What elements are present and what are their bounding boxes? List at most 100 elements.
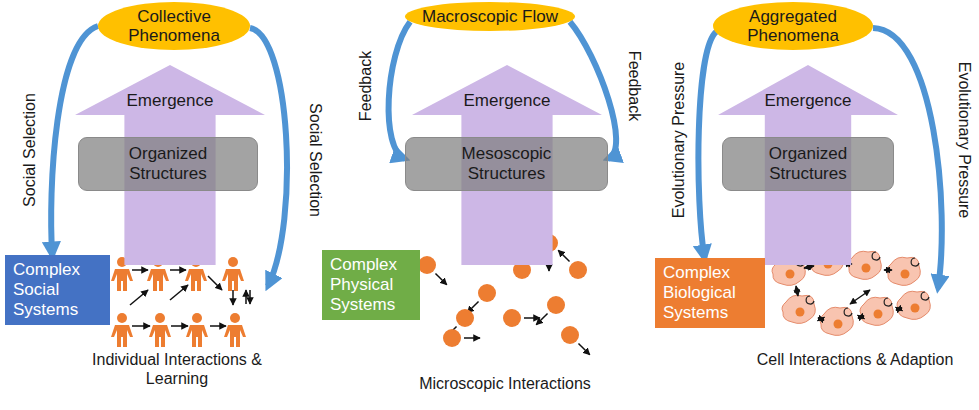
cell-receptor	[872, 252, 880, 260]
structure-box: Mesoscopic Structures	[405, 137, 608, 191]
cell-receptor	[806, 296, 814, 304]
cell-interaction	[858, 316, 864, 318]
edge-label: Evolutionary Pressure	[955, 60, 973, 221]
edge-label: Feedback	[357, 49, 375, 123]
person-body	[149, 325, 171, 347]
interaction-arrow	[130, 290, 148, 305]
interaction-arrow	[170, 285, 188, 300]
node-text: Macroscopic Flow	[422, 7, 558, 26]
cell-receptor	[884, 298, 892, 306]
person-body	[111, 325, 133, 347]
system-box: Complex Biological Systems	[655, 258, 765, 328]
cell-body	[887, 257, 920, 285]
node-text: Organized Structures	[753, 144, 863, 184]
system-box: Complex Social Systems	[5, 255, 110, 325]
interaction-arrow	[249, 290, 251, 304]
cell-nucleus	[862, 264, 871, 273]
structure-box: Organized Structures	[722, 137, 894, 191]
people-icons	[111, 257, 250, 347]
person-head	[230, 313, 240, 323]
cell-nucleus	[834, 320, 843, 329]
person-body	[186, 325, 208, 347]
cell-interaction	[804, 266, 814, 268]
cell-receptor	[921, 292, 929, 300]
person-body	[111, 269, 133, 291]
node-text: Complex Biological Systems	[663, 263, 757, 323]
system-box: Complex Physical Systems	[322, 250, 420, 320]
velocity-arrow	[464, 337, 480, 339]
node-text: Emergence	[412, 91, 602, 111]
phenomena-ellipse: Collective Phenomena	[98, 2, 250, 50]
cell-nucleus	[911, 304, 920, 313]
caption-text: Individual Interactions & Learning	[62, 350, 292, 388]
caption-text: Cell Interactions & Adaption	[755, 350, 955, 369]
velocity-arrow	[536, 313, 547, 324]
feedback-arrow	[389, 22, 411, 159]
person-head	[192, 313, 202, 323]
phenomena-ellipse: Macroscopic Flow	[405, 2, 575, 31]
node-text: Emergence	[75, 91, 265, 111]
node-text: Mesoscopic Structures	[452, 144, 562, 184]
interaction-arrow	[132, 325, 150, 327]
particle	[418, 256, 436, 274]
cell-body	[860, 297, 893, 325]
cell-nucleus	[874, 310, 883, 319]
interaction-arrow	[208, 276, 222, 290]
velocity-arrow	[558, 250, 569, 261]
interaction-arrow	[245, 290, 247, 304]
phenomena-ellipse: Aggregated Phenomena	[713, 2, 873, 50]
cell-interaction	[850, 290, 870, 304]
interaction-arrow	[132, 269, 148, 271]
cell-body	[897, 291, 930, 319]
velocity-arrow	[578, 343, 589, 354]
person-body	[147, 269, 169, 291]
cell-interaction	[884, 269, 892, 270]
interaction-arrow	[171, 325, 188, 327]
particle	[478, 284, 496, 302]
cell-receptor	[911, 258, 919, 266]
person-body	[185, 269, 207, 291]
cell-body	[782, 295, 815, 323]
cell-interaction	[796, 286, 798, 296]
cell-nucleus	[786, 270, 795, 279]
interaction-arrow	[210, 325, 226, 327]
edge-label: Evolutionary Pressure	[670, 60, 688, 221]
cell-nucleus	[901, 270, 910, 279]
particle	[547, 296, 565, 314]
particle	[443, 329, 461, 347]
emergence-arrow-fill	[75, 65, 265, 265]
person-head	[228, 257, 238, 267]
person-body	[222, 269, 244, 291]
cell-nucleus	[796, 308, 805, 317]
person-head	[117, 313, 127, 323]
feedback-arrow	[698, 32, 716, 258]
person-head	[155, 313, 165, 323]
person-body	[224, 325, 246, 347]
cell-interaction	[896, 308, 902, 310]
node-text: Complex Physical Systems	[330, 255, 412, 315]
node-text: Emergence	[718, 91, 898, 111]
interaction-arrow	[232, 290, 234, 305]
node-text: Organized Structures	[113, 144, 223, 184]
cell-receptor	[844, 308, 852, 316]
velocity-arrow	[524, 317, 540, 319]
cell-body	[848, 251, 881, 279]
interaction-arrow	[170, 269, 186, 271]
caption-text: Microscopic Interactions	[405, 374, 605, 393]
particle	[569, 261, 587, 279]
structure-box: Organized Structures	[78, 137, 258, 191]
cell-body	[820, 307, 853, 335]
cell-interaction	[818, 318, 824, 320]
edge-label: Social Selection	[306, 101, 324, 219]
particle	[503, 309, 521, 327]
emergence-arrow-fill	[718, 65, 898, 265]
node-text: Aggregated Phenomena	[729, 7, 857, 45]
velocity-arrow	[435, 273, 446, 284]
node-text: Complex Social Systems	[13, 260, 102, 320]
edge-label: Social Selection	[21, 91, 39, 209]
edge-label: Feedback	[625, 49, 643, 123]
particle	[456, 309, 474, 327]
node-text: Collective Phenomena	[114, 7, 234, 45]
particle	[561, 326, 579, 344]
